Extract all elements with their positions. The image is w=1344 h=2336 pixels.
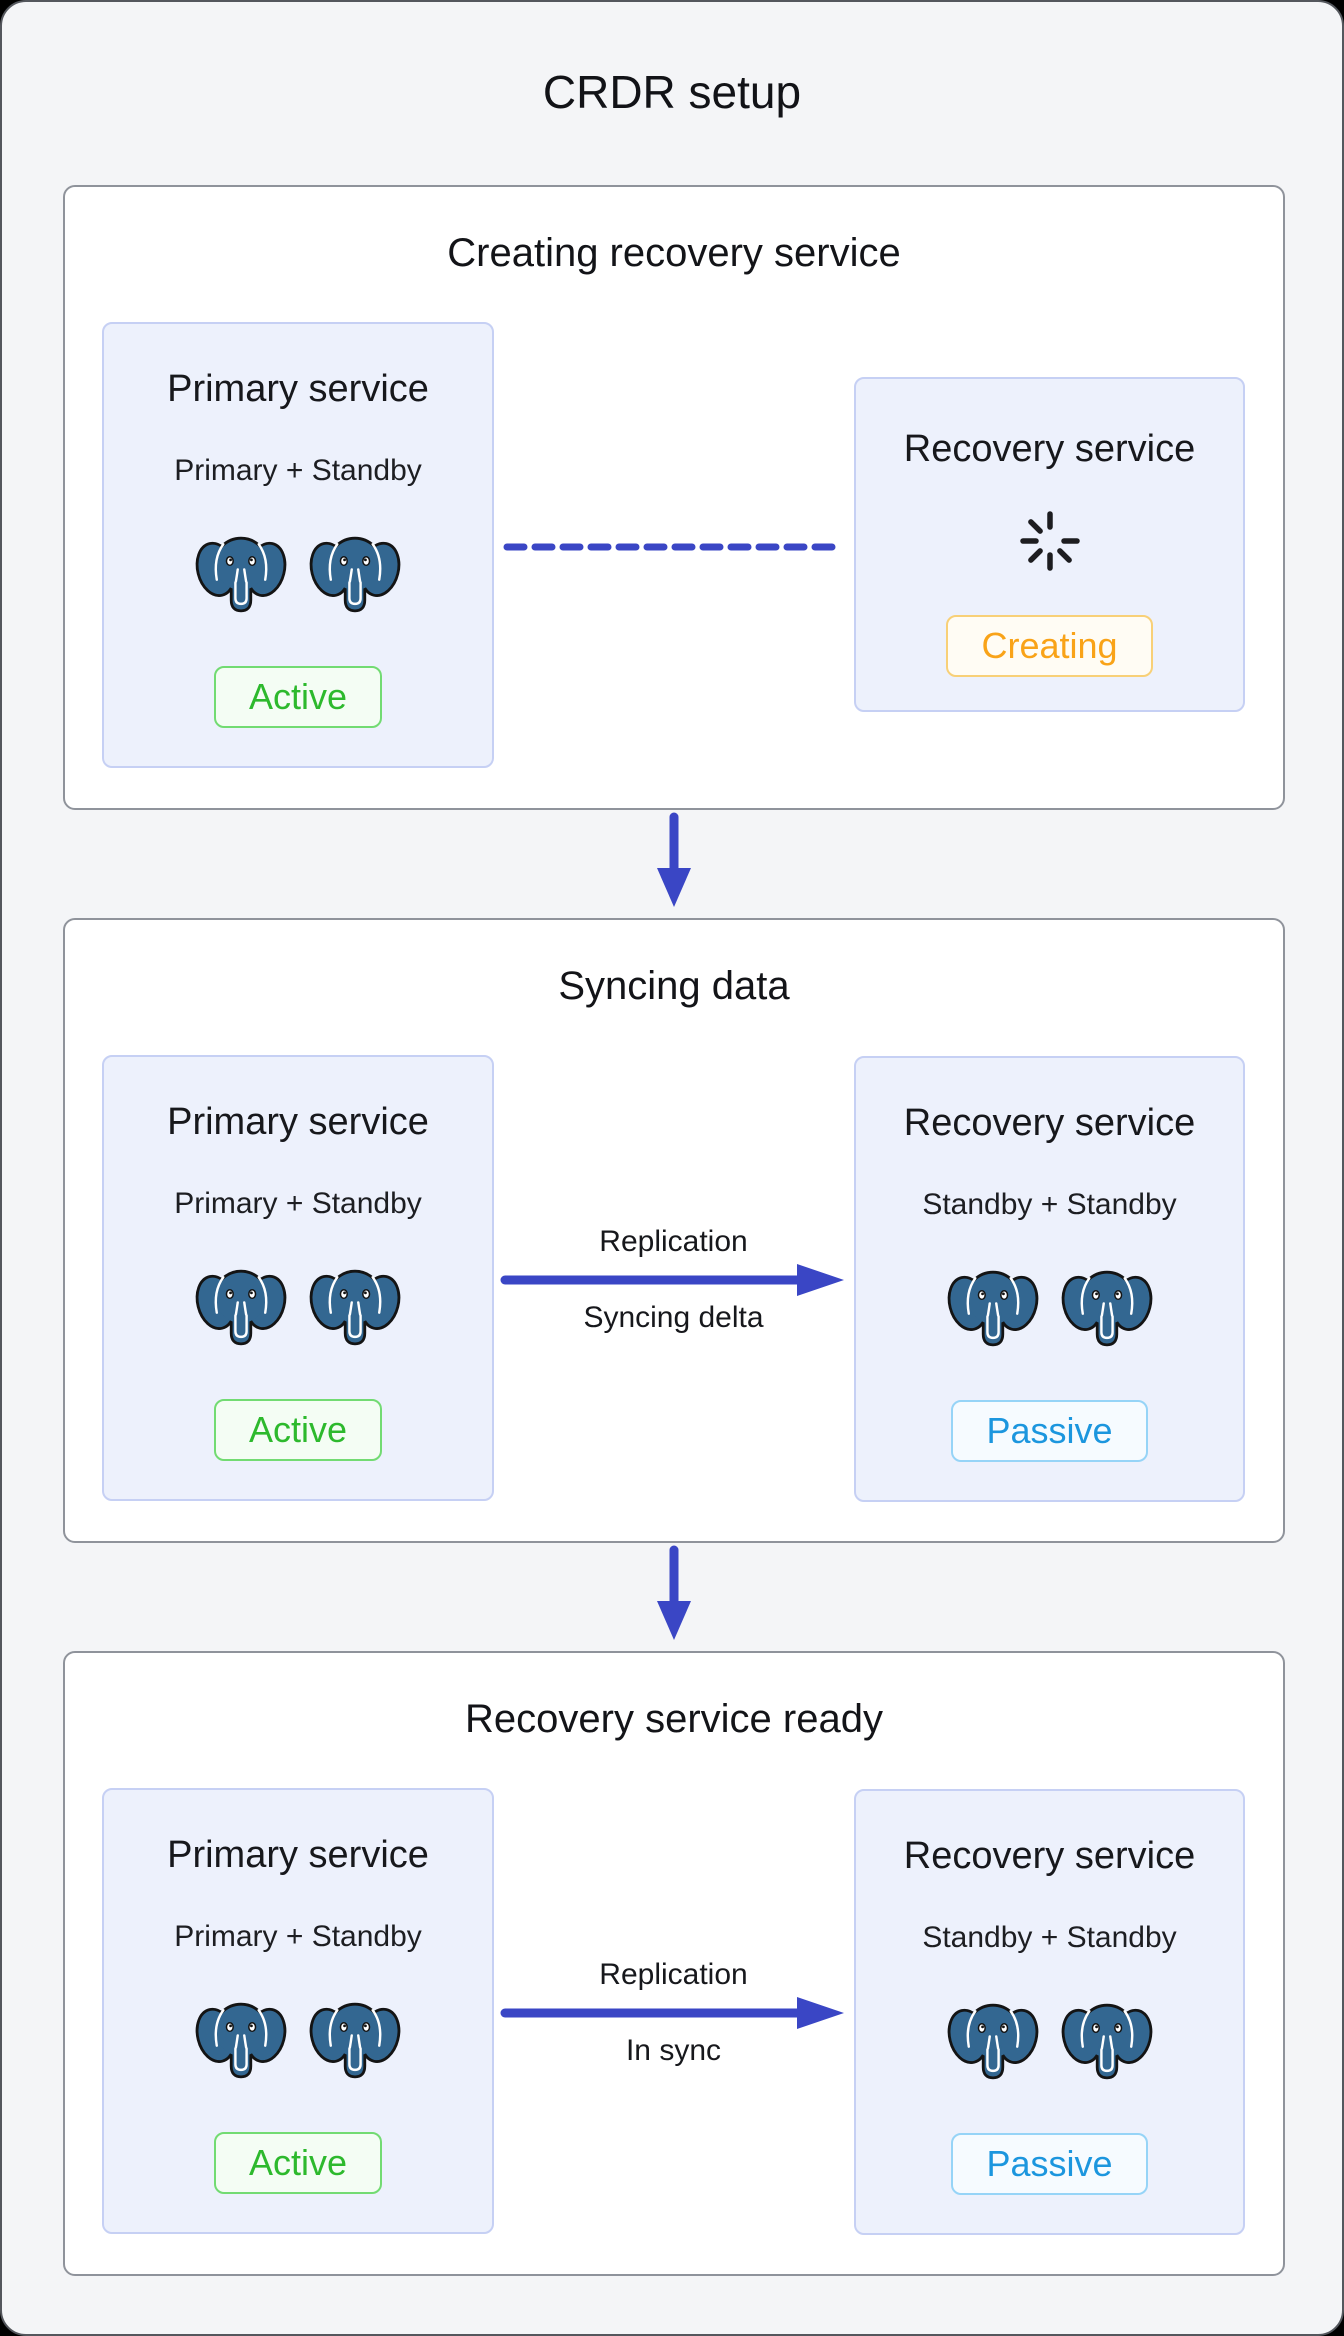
card-subtitle: Primary + Standby: [174, 454, 422, 487]
card-title: Recovery service: [903, 1102, 1196, 1144]
postgres-elephant-icon: [946, 2001, 1040, 2083]
postgres-instance-row: [194, 534, 402, 616]
loading-spinner-icon: [1019, 511, 1080, 571]
flow-arrow-down-icon: [657, 1545, 691, 1640]
postgres-instance-row: [946, 1268, 1154, 1350]
recovery-service-card: Recovery service Creating: [854, 377, 1245, 712]
primary-service-card: Primary service Primary + Standby Active: [102, 1788, 494, 2234]
page-title: CRDR setup: [542, 66, 802, 118]
stage-recovery-service-ready: Recovery service ready Primary service P…: [63, 1651, 1285, 2276]
stage-title: Creating recovery service: [447, 231, 901, 275]
status-badge-passive: Passive: [951, 2133, 1148, 2195]
sync-state-label: In sync: [625, 2034, 722, 2067]
status-badge-passive: Passive: [951, 1400, 1148, 1462]
postgres-elephant-icon: [194, 2000, 288, 2082]
arrow-right-icon: [500, 1997, 844, 2029]
primary-service-card: Primary service Primary + Standby Active: [102, 322, 494, 768]
card-title: Primary service: [167, 368, 429, 410]
status-badge-active: Active: [213, 1399, 383, 1461]
postgres-instance-row: [194, 2000, 402, 2082]
card-subtitle: Standby + Standby: [922, 1188, 1177, 1221]
postgres-elephant-icon: [308, 1267, 402, 1349]
status-badge-active: Active: [213, 666, 383, 728]
postgres-elephant-icon: [1060, 2001, 1154, 2083]
replication-connector: Replication Syncing delta: [500, 1224, 847, 1336]
flow-arrow-down-icon: [657, 812, 691, 907]
recovery-service-card: Recovery service Standby + Standby Passi…: [854, 1056, 1245, 1502]
sync-state-label: Syncing delta: [583, 1301, 764, 1334]
recovery-service-card: Recovery service Standby + Standby Passi…: [854, 1789, 1245, 2235]
card-subtitle: Primary + Standby: [174, 1187, 422, 1220]
postgres-instance-row: [194, 1267, 402, 1349]
card-title: Recovery service: [903, 428, 1196, 470]
replication-label: Replication: [599, 1225, 748, 1258]
status-badge-active: Active: [213, 2132, 383, 2194]
postgres-elephant-icon: [1060, 1268, 1154, 1350]
stage-title: Syncing data: [558, 964, 790, 1008]
primary-service-card: Primary service Primary + Standby Active: [102, 1055, 494, 1501]
card-title: Primary service: [167, 1101, 429, 1143]
postgres-elephant-icon: [308, 2000, 402, 2082]
postgres-elephant-icon: [194, 534, 288, 616]
arrow-right-icon: [500, 1264, 844, 1296]
stage-creating-recovery-service: Creating recovery service Primary servic…: [63, 185, 1285, 810]
card-title: Recovery service: [903, 1835, 1196, 1877]
postgres-elephant-icon: [308, 534, 402, 616]
stage-title: Recovery service ready: [465, 1697, 883, 1741]
postgres-instance-row: [946, 2001, 1154, 2083]
card-title: Primary service: [167, 1834, 429, 1876]
card-subtitle: Standby + Standby: [922, 1921, 1177, 1954]
stage-syncing-data: Syncing data Primary service Primary + S…: [63, 918, 1285, 1543]
card-subtitle: Primary + Standby: [174, 1920, 422, 1953]
status-badge-creating: Creating: [946, 615, 1153, 677]
pending-link-dashed-line: [503, 543, 846, 551]
postgres-elephant-icon: [946, 1268, 1040, 1350]
replication-connector: Replication In sync: [500, 1957, 847, 2069]
replication-label: Replication: [599, 1958, 748, 1991]
postgres-elephant-icon: [194, 1267, 288, 1349]
